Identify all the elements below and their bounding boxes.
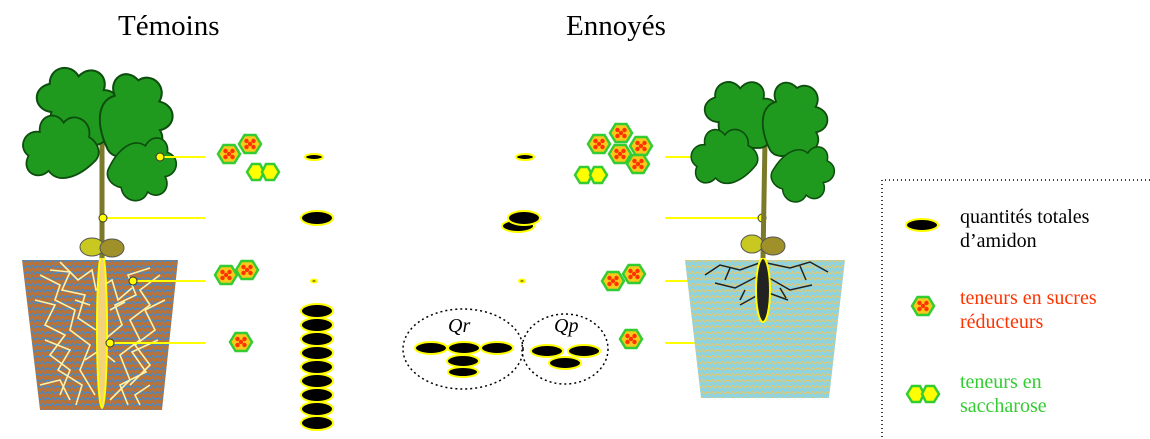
flooded-reducing-sugars (588, 124, 652, 348)
legend-sucrose-line1: teneurs en (960, 370, 1047, 394)
legend-reducing-line1: teneurs en sucres (960, 286, 1097, 310)
flooded-plant (685, 66, 845, 398)
label-qp: Qp (554, 315, 578, 337)
starch-ellipse-icon (906, 219, 938, 231)
legend-reducing-line2: réducteurs (960, 310, 1097, 334)
legend-sucrose: teneurs en saccharose (960, 370, 1047, 418)
flooded-starch (502, 154, 540, 283)
control-starch (301, 154, 333, 430)
control-plant (14, 53, 191, 410)
legend-sucrose-line2: saccharose (960, 394, 1047, 418)
legend-starch-line1: quantités totales (960, 205, 1089, 229)
legend-starch: quantités totales d’amidon (960, 205, 1089, 253)
reducing-sugar-hexagon-icon (912, 297, 934, 315)
sucrose-double-hexagon-icon (907, 386, 939, 402)
legend-reducing-sugars: teneurs en sucres réducteurs (960, 286, 1097, 334)
label-qr: Qr (448, 315, 470, 337)
legend-starch-line2: d’amidon (960, 229, 1089, 253)
flooded-sucrose (575, 167, 607, 183)
control-sucrose (247, 164, 279, 180)
